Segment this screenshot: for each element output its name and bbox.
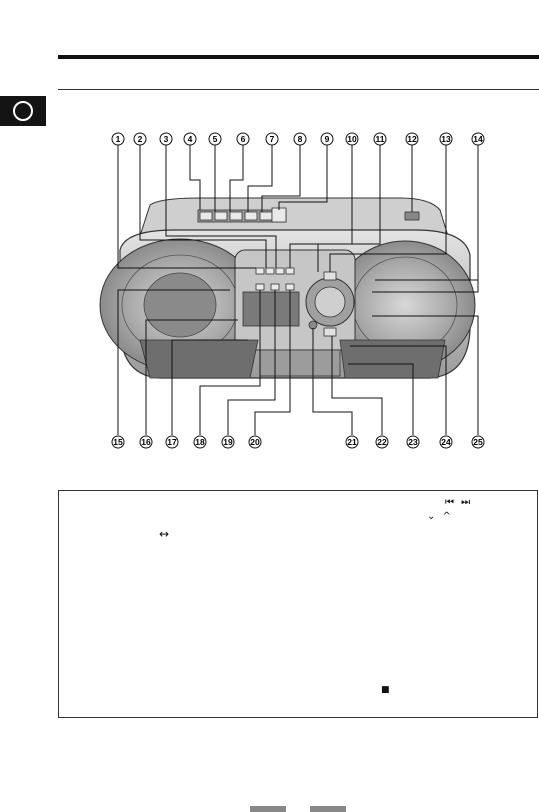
svg-text:24: 24 [441, 437, 451, 447]
up-down-icon: ⌄ ^ [427, 511, 453, 522]
skip-buttons-icon: ⏮ ⏭ [445, 497, 473, 508]
callout-11: 11 [373, 132, 387, 146]
legend-box: ⏮ ⏭ ⌄ ^ ↔ ■ [58, 490, 538, 718]
svg-text:5: 5 [213, 134, 218, 144]
callout-3: 3 [159, 132, 173, 146]
callout-25: 25 [471, 435, 485, 449]
svg-text:22: 22 [377, 437, 387, 447]
callout-8: 8 [293, 132, 307, 146]
svg-text:1: 1 [116, 134, 121, 144]
callout-23: 23 [406, 435, 420, 449]
svg-text:15: 15 [113, 437, 123, 447]
callout-19: 19 [221, 435, 235, 449]
callout-22: 22 [375, 435, 389, 449]
callout-13: 13 [439, 132, 453, 146]
callout-24: 24 [439, 435, 453, 449]
callout-row-top: 1 2 3 4 5 6 7 8 9 10 11 12 13 14 [111, 132, 485, 146]
section-tab [0, 96, 46, 126]
front-grille [259, 349, 341, 377]
callout-4: 4 [183, 132, 197, 146]
svg-text:11: 11 [376, 134, 385, 144]
swap-arrow-icon: ↔ [159, 527, 170, 541]
header-rule-thick [58, 55, 539, 59]
callout-2: 2 [133, 132, 147, 146]
top-deck [139, 197, 449, 237]
callout-5: 5 [208, 132, 222, 146]
svg-text:17: 17 [167, 437, 177, 447]
svg-text:3: 3 [164, 134, 169, 144]
svg-text:9: 9 [325, 134, 330, 144]
svg-text:20: 20 [250, 437, 260, 447]
svg-text:19: 19 [223, 437, 233, 447]
svg-text:4: 4 [188, 134, 193, 144]
page-mark-right [310, 806, 346, 812]
callout-15: 15 [111, 435, 125, 449]
callout-16: 16 [139, 435, 153, 449]
header-rule-thin [58, 89, 539, 90]
svg-text:16: 16 [141, 437, 151, 447]
leader-lines [117, 145, 479, 435]
svg-text:21: 21 [347, 437, 357, 447]
section-circle-icon [13, 101, 33, 121]
callout-6: 6 [236, 132, 250, 146]
svg-text:2: 2 [138, 134, 143, 144]
page-mark-left [250, 806, 286, 812]
stop-icon: ■ [381, 685, 390, 695]
svg-text:10: 10 [347, 134, 357, 144]
svg-text:14: 14 [473, 134, 483, 144]
callout-1: 1 [111, 132, 125, 146]
svg-text:6: 6 [241, 134, 246, 144]
svg-text:13: 13 [441, 134, 451, 144]
callout-18: 18 [193, 435, 207, 449]
callout-12: 12 [405, 132, 419, 146]
svg-text:18: 18 [195, 437, 205, 447]
svg-text:25: 25 [473, 437, 483, 447]
callout-10: 10 [345, 132, 359, 146]
callout-17: 17 [165, 435, 179, 449]
callout-row-bottom: 15 16 17 18 19 20 21 22 23 24 25 [111, 435, 485, 449]
svg-text:7: 7 [270, 134, 275, 144]
callout-14: 14 [471, 132, 485, 146]
svg-text:8: 8 [298, 134, 303, 144]
svg-text:12: 12 [407, 134, 417, 144]
callout-9: 9 [320, 132, 334, 146]
callout-21: 21 [345, 435, 359, 449]
callout-20: 20 [248, 435, 262, 449]
right-foot [339, 339, 446, 379]
callout-7: 7 [265, 132, 279, 146]
svg-text:23: 23 [408, 437, 418, 447]
